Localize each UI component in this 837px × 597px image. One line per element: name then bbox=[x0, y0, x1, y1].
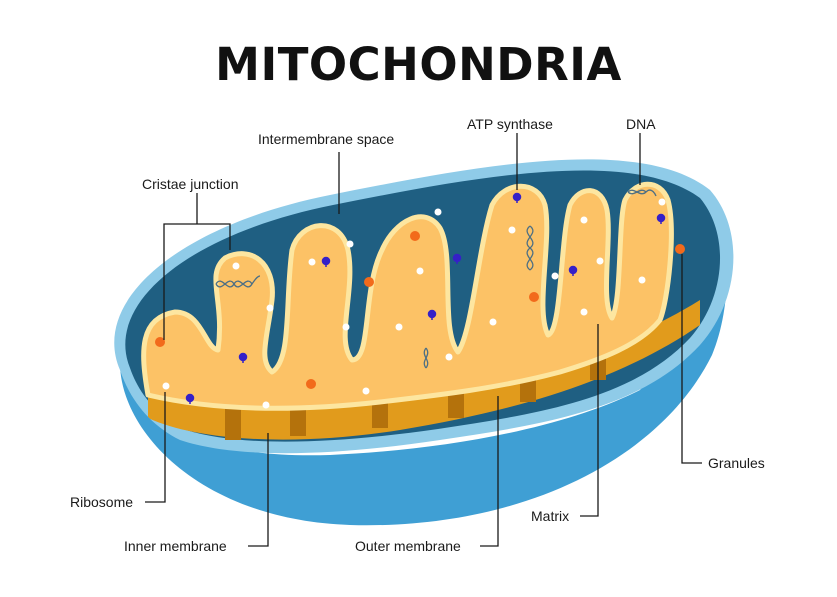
ribosomes bbox=[162, 198, 666, 409]
label-intermembrane-space: Intermembrane space bbox=[258, 131, 395, 147]
label-outer-membrane: Outer membrane bbox=[355, 538, 461, 554]
granules bbox=[155, 231, 685, 389]
label-dna: DNA bbox=[626, 116, 656, 132]
label-inner-membrane: Inner membrane bbox=[124, 538, 227, 554]
label-atp-synthase: ATP synthase bbox=[467, 116, 553, 132]
label-granules: Granules bbox=[708, 455, 765, 471]
label-ribosome: Ribosome bbox=[70, 494, 134, 510]
diagram-title: MITOCHONDRIA bbox=[215, 38, 622, 91]
label-cristae-junction: Cristae junction bbox=[142, 176, 239, 192]
leader-lines bbox=[145, 133, 702, 547]
label-matrix: Matrix bbox=[531, 508, 570, 524]
dna-strands bbox=[215, 189, 657, 369]
atp-synthase-particles bbox=[185, 192, 666, 404]
